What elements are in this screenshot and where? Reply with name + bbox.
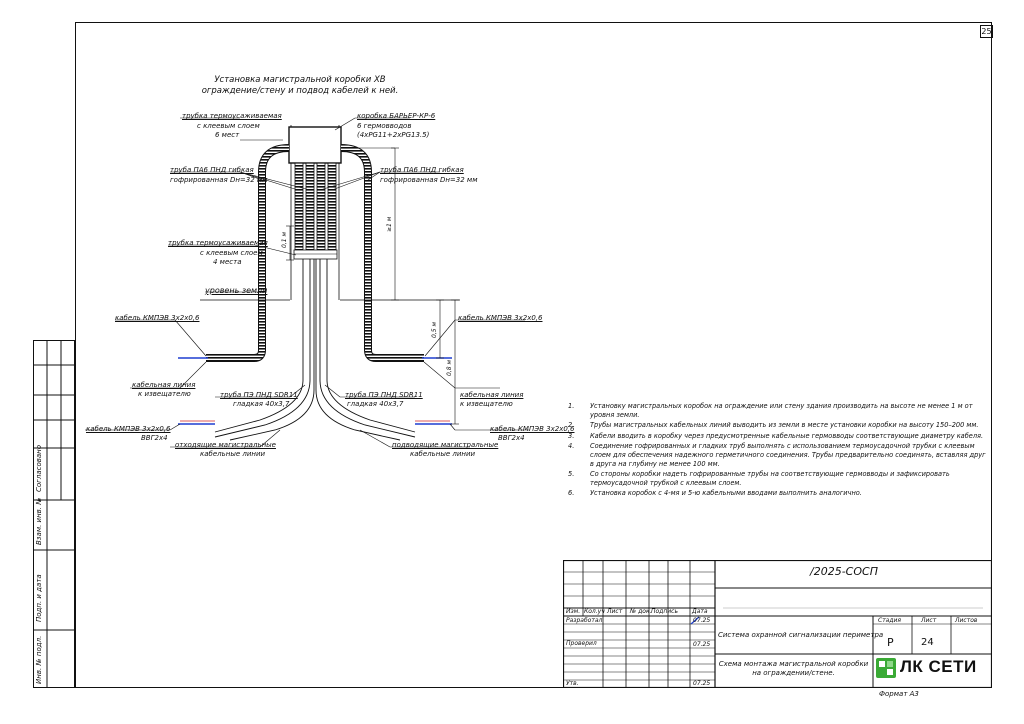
label-cable-right-top: кабель КМПЭВ 3х2х0,6	[458, 314, 543, 322]
company-name: ЛК СЕТИ	[900, 657, 977, 676]
hdr-kol: Кол.уч	[584, 608, 605, 615]
note-item: 2.Трубы магистральных кабельных линий вы…	[568, 421, 979, 430]
lists-label: Листов	[955, 617, 978, 624]
note-item: 4.Соединение гофрированных и гладких тру…	[568, 442, 986, 468]
dim-05: 0,5 м	[431, 322, 438, 338]
label-line-left: кабельная линия	[132, 381, 196, 389]
stage-value: Р	[887, 636, 894, 649]
hdr-izm: Изм.	[566, 608, 581, 615]
sheet-number: 25	[980, 25, 993, 38]
note-item: 6.Установка коробок с 4-мя и 5-ю кабельн…	[568, 489, 862, 498]
title-block	[563, 560, 992, 688]
label-cable-left-bottom: кабель КМПЭВ 3х2х0,6	[86, 425, 171, 433]
stamp-system: Система охранной сигнализации периметра	[718, 631, 884, 639]
label-pipe-right: труба ПА6 ПНД гибкая	[380, 166, 464, 174]
drawing-frame	[75, 22, 992, 688]
corrugated-pipe-mid-2	[305, 162, 315, 259]
stamp-sheet-title: Схема монтажа магистральной коробки на о…	[718, 660, 869, 677]
label-pe-left: труба ПЭ ПНД SDR11	[220, 391, 298, 399]
notes-list: 1.Установку магистральных коробок на огр…	[568, 402, 988, 500]
corrugated-pipe-mid-4	[327, 162, 337, 259]
role-utv: Утв.	[566, 680, 579, 687]
label-cable-right-bottom: кабель КМПЭВ 3х2х0,6	[490, 425, 575, 433]
note-item: 1.Установку магистральных коробок на огр…	[568, 402, 973, 419]
role-razrab: Разработал	[566, 617, 603, 624]
list-value: 24	[921, 637, 934, 648]
label-pipe-left: труба ПА6 ПНД гибкая	[170, 166, 254, 174]
note-item: 3.Кабели вводить в коробку через предусм…	[568, 431, 984, 440]
pe-pipe-right-outer	[326, 259, 416, 433]
label-ground-level: уровень земли	[205, 286, 268, 295]
date-2: 07.25	[693, 641, 711, 648]
corrugated-pipe-mid-1	[294, 162, 304, 259]
dim-01: 0,1 м	[281, 232, 288, 248]
label-heatshrink-4: трубка термоусаживаемая	[168, 239, 268, 247]
date-3: 07.25	[693, 680, 711, 687]
hdr-data: Дата	[692, 608, 708, 615]
side-stamp	[33, 340, 75, 688]
role-prover: Проверил	[566, 640, 597, 647]
date-1: 07.25	[693, 617, 711, 624]
hdr-ndok: № док.	[630, 608, 652, 615]
hdr-list: Лист	[607, 608, 623, 615]
heatshrink-joint	[293, 249, 338, 260]
label-box: коробка БАРЬЕР-КР-6	[357, 112, 436, 120]
label-line-right: кабельная линия	[460, 391, 524, 399]
side-stamp-grid	[33, 340, 75, 688]
corrugated-pipe-mid-3	[316, 162, 326, 259]
sheet-format: Формат А3	[879, 690, 919, 698]
note-item: 5.Со стороны коробки надеть гофрированны…	[568, 470, 950, 487]
junction-box	[288, 126, 342, 164]
label-incoming: подводящие магистральные	[392, 441, 499, 449]
label-outgoing: отходящие магистральные	[175, 441, 276, 449]
label-heatshrink-6: трубка термоусаживаемая	[182, 112, 282, 120]
dim-08: 0,8 м	[446, 360, 453, 376]
list-label: Лист	[921, 617, 937, 624]
label-cable-left-top: кабель КМПЭВ 3х2х0,6	[115, 314, 200, 322]
dim-1: ≥1 м	[386, 216, 393, 232]
label-pe-right: труба ПЭ ПНД SDR11	[345, 391, 423, 399]
drawing-title: Установка магистральной коробки ХВ ограж…	[201, 75, 399, 96]
hdr-podp: Подпись	[651, 608, 678, 615]
pe-pipe-left-outer	[214, 259, 304, 433]
stage-label: Стадия	[878, 617, 902, 624]
company-logo-icon	[876, 658, 896, 678]
stamp-code: /2025-СОСП	[810, 565, 878, 578]
